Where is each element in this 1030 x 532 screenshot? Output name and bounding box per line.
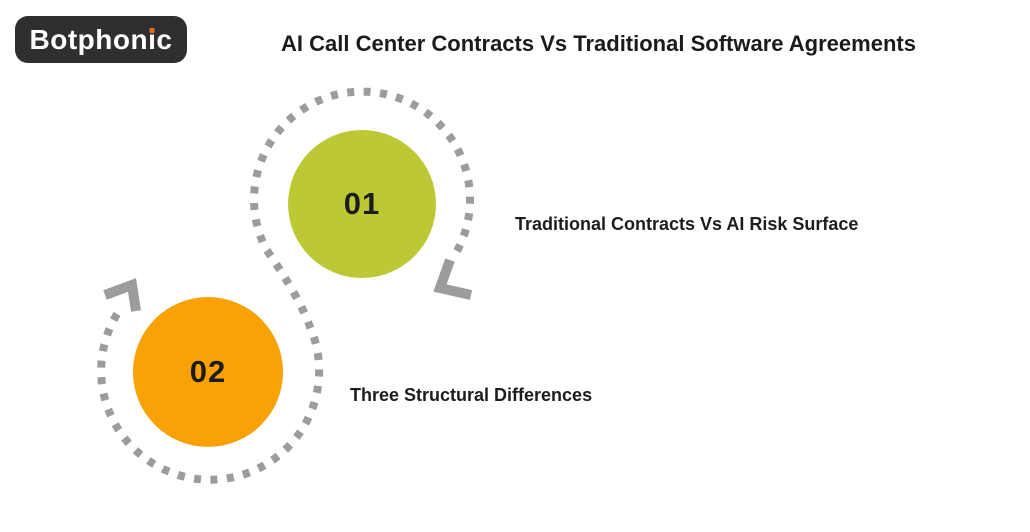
logo-i-dot-icon [149,27,155,33]
logo-text-post: c [156,23,173,55]
step-1-circle: 01 [288,130,436,278]
page-title: AI Call Center Contracts Vs Traditional … [281,31,916,56]
step-1-label: Traditional Contracts Vs AI Risk Surface [515,214,859,234]
step-2-label: Three Structural Differences [350,385,593,405]
logo-text-pre: Botphon [29,23,149,55]
arrow-up-right-icon [103,278,141,312]
arrow-down-left-icon [433,258,473,300]
step-1-number: 01 [343,186,381,221]
logo-letter-i: ı [148,24,156,56]
step-2-circle: 02 [133,297,283,447]
step-2-number: 02 [189,354,227,389]
logo-i-stem: ı [148,23,157,55]
dotted-s-path [97,87,475,484]
